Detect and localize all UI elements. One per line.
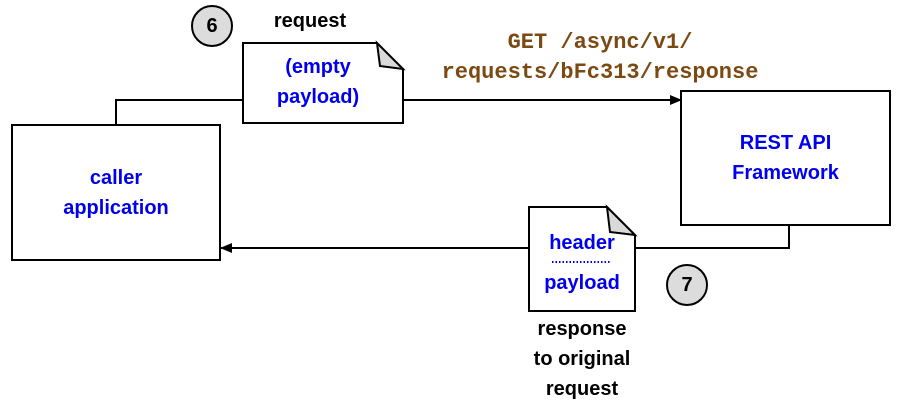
step-6-circle: 6 — [191, 5, 233, 47]
request-document-fold — [375, 40, 406, 71]
endpoint-url-text: GET /async/v1/ requests/bFc313/response — [405, 28, 795, 88]
response-caption-line1: response — [537, 318, 627, 340]
framework-label-line1: REST API — [739, 132, 832, 154]
response-caption: response to original request — [502, 314, 662, 404]
request-label: request — [273, 10, 347, 32]
step-7-circle: 7 — [666, 264, 708, 306]
response-caption-line2: to original — [533, 348, 631, 370]
endpoint-line2: requests/bFc313/response — [441, 60, 759, 85]
request-doc-line1: (empty — [285, 56, 351, 78]
response-document-payload-text: payload — [529, 268, 635, 298]
response-caption-line3: request — [545, 378, 619, 400]
response-document-shape — [528, 206, 636, 312]
request-connector-line — [115, 99, 244, 124]
caller-label-line2: application — [63, 196, 169, 219]
caller-application-box: caller application — [11, 124, 221, 261]
response-document-fold — [605, 204, 638, 237]
framework-label-line2: Framework — [732, 162, 839, 184]
response-doc-payload: payload — [544, 272, 620, 294]
caller-label-line1: caller — [89, 166, 143, 189]
request-doc-line2: payload) — [276, 86, 360, 108]
response-document-text: header — [529, 228, 635, 258]
response-doc-header: header — [549, 232, 615, 254]
endpoint-line1: GET /async/v1/ — [507, 30, 693, 55]
response-connector-line — [635, 226, 790, 249]
request-document-shape — [242, 42, 404, 124]
rest-api-framework-box: REST API Framework — [680, 90, 891, 226]
request-document-text: (empty payload) — [243, 52, 393, 112]
